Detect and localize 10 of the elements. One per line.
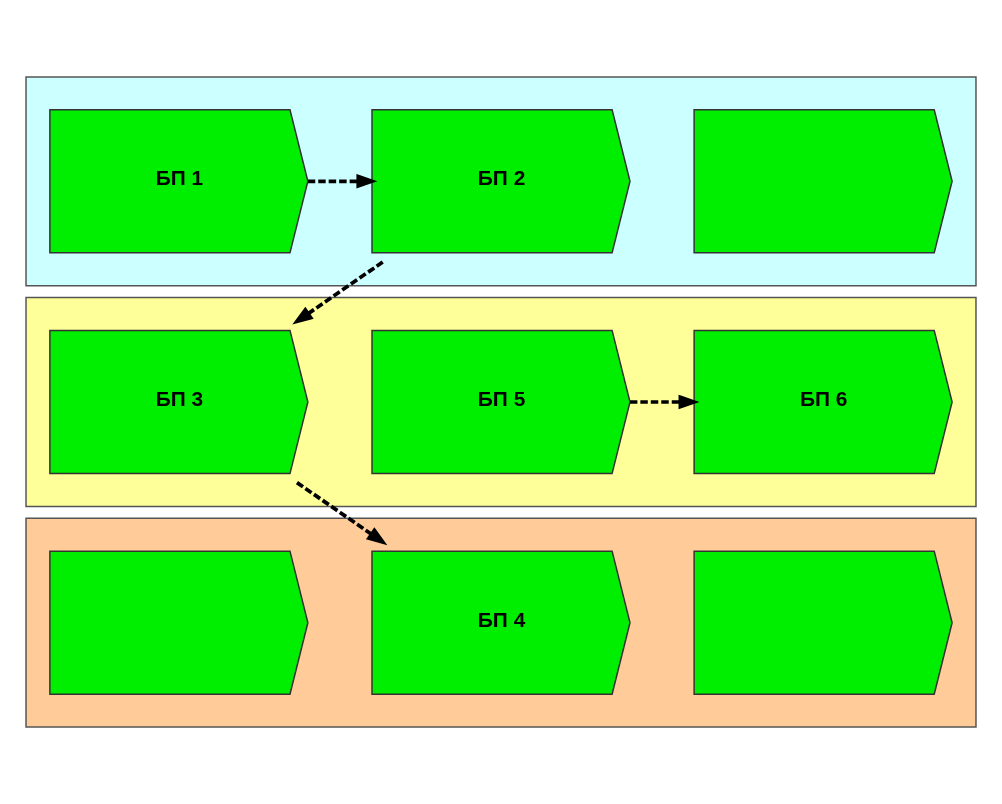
cluster <box>25 76 977 287</box>
cluster <box>25 517 977 728</box>
node-chevron <box>49 550 309 696</box>
arrow <box>307 173 378 189</box>
node-chevron <box>693 108 953 254</box>
node-chevron <box>693 550 953 696</box>
arrow <box>630 394 700 410</box>
arrow <box>295 481 388 546</box>
cluster <box>25 296 977 508</box>
arrow <box>292 260 384 325</box>
